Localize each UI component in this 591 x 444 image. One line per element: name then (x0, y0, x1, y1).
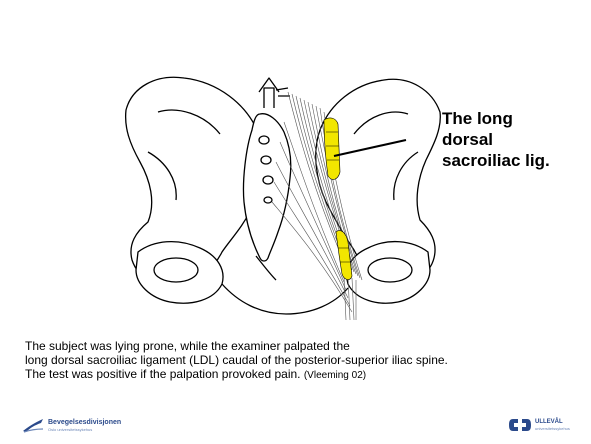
pelvis-illustration-icon (118, 52, 448, 324)
ulleval-logo-icon (508, 417, 532, 433)
caption-line-3: The test was positive if the palpation p… (25, 367, 585, 383)
hospital-name: ULLEVÅL (535, 419, 570, 426)
caption-line-2: long dorsal sacroiliac ligament (LDL) ca… (25, 353, 585, 367)
caption: The subject was lying prone, while the e… (25, 339, 585, 383)
division-name: Bevegelsesdivisjonen (48, 419, 121, 427)
ulleval-logo: ULLEVÅL universitetssykehus (508, 415, 570, 435)
caption-line-1: The subject was lying prone, while the e… (25, 339, 585, 353)
division-logo: Bevegelsesdivisjonen Oslo universitetssy… (22, 416, 121, 434)
ligament-label: The long dorsal sacroiliac lig. (442, 108, 582, 171)
division-subtitle: Oslo universitetssykehus (48, 427, 121, 432)
hospital-subtitle: universitetssykehus (535, 426, 570, 431)
ligament-label-line-3: sacroiliac lig. (442, 150, 582, 171)
ligament-label-line-2: dorsal (442, 129, 582, 150)
citation: (Vleeming 02) (304, 370, 366, 381)
division-logo-icon (22, 417, 44, 433)
ligament-label-line-1: The long (442, 108, 582, 129)
caption-line-3-text: The test was positive if the palpation p… (25, 367, 301, 381)
